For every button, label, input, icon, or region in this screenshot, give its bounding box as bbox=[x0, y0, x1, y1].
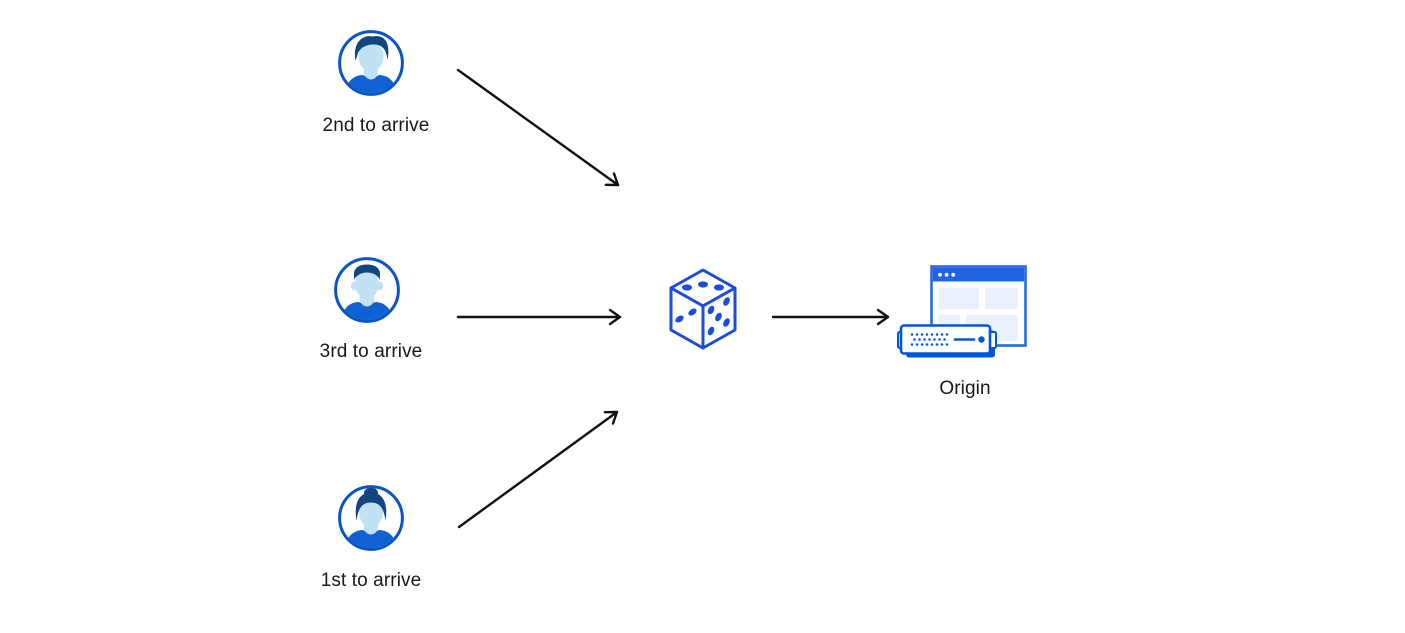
arrow-user1-to-dice bbox=[457, 410, 619, 529]
arrow-user2-to-dice bbox=[456, 68, 620, 187]
user-avatar-man-swept-hair-icon bbox=[338, 30, 404, 96]
user-node-3rd bbox=[334, 257, 400, 323]
user-label-1st: 1st to arrive bbox=[320, 570, 422, 591]
user-node-2nd bbox=[338, 30, 404, 96]
server-icon bbox=[897, 323, 1000, 363]
user-label-3rd: 3rd to arrive bbox=[319, 341, 423, 362]
user-avatar-man-flat-hair-icon bbox=[334, 257, 400, 323]
origin-label: Origin bbox=[939, 378, 991, 399]
dice-icon bbox=[669, 268, 737, 350]
server-vent-dots bbox=[910, 333, 949, 346]
user-avatar-woman-bun-hair-icon bbox=[338, 485, 404, 551]
dice-node bbox=[665, 267, 741, 353]
user-node-1st bbox=[338, 485, 404, 551]
user-label-2nd: 2nd to arrive bbox=[322, 115, 430, 136]
